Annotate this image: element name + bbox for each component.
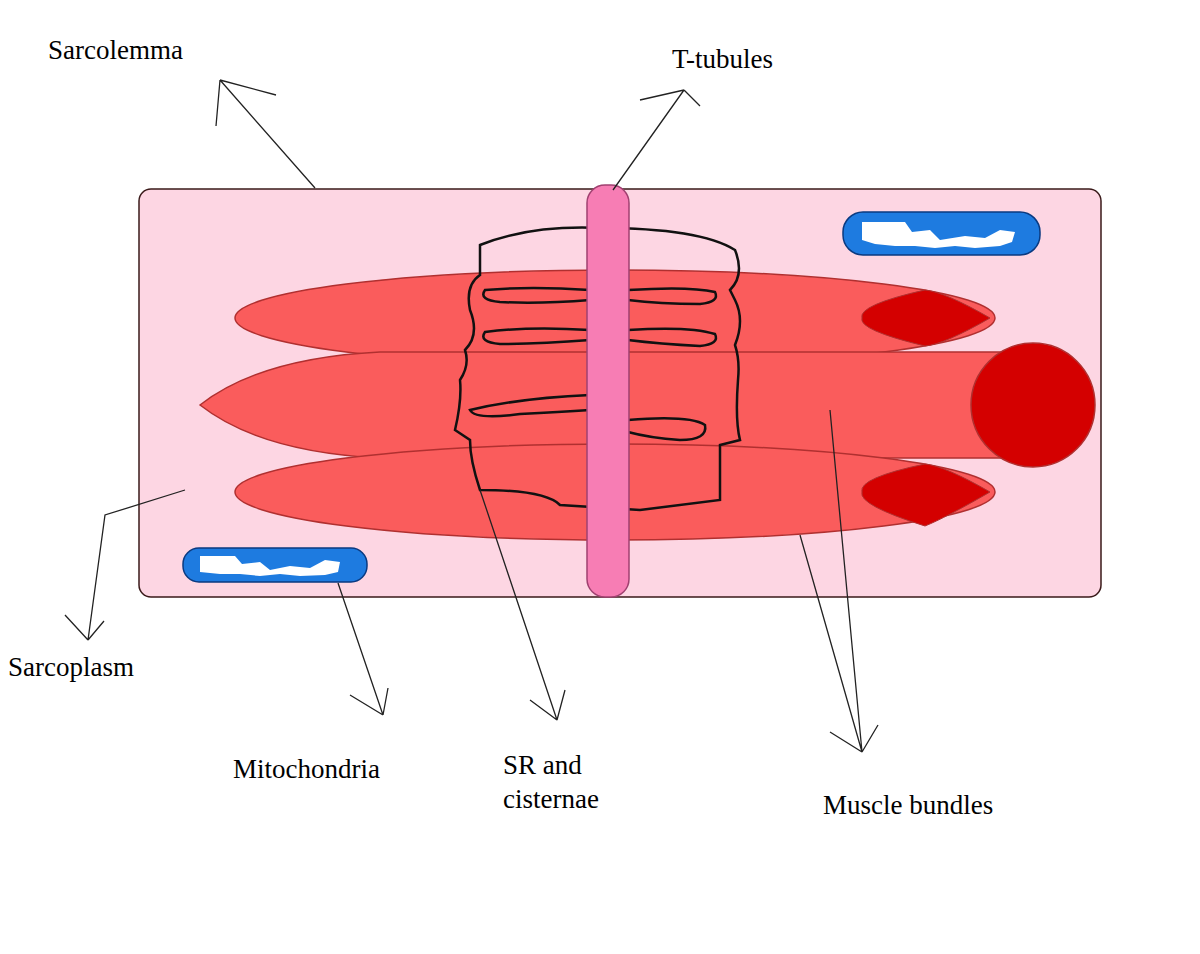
part-label: Muscle bundles: [823, 788, 1083, 822]
mitochondrion: [843, 212, 1040, 255]
bundle-end: [971, 343, 1095, 467]
part-label: SR and cisternae: [503, 748, 643, 816]
part-label: T-tubules: [672, 42, 872, 76]
bundle-end: [862, 464, 990, 526]
mitochondrion: [183, 548, 367, 582]
t-tubule: [587, 185, 629, 597]
part-label: Mitochondria: [233, 752, 453, 786]
leader-lines: [65, 80, 878, 752]
part-label: Sarcoplasm: [8, 650, 208, 684]
part-label: Sarcolemma: [48, 33, 288, 67]
bundle-end: [862, 290, 990, 346]
